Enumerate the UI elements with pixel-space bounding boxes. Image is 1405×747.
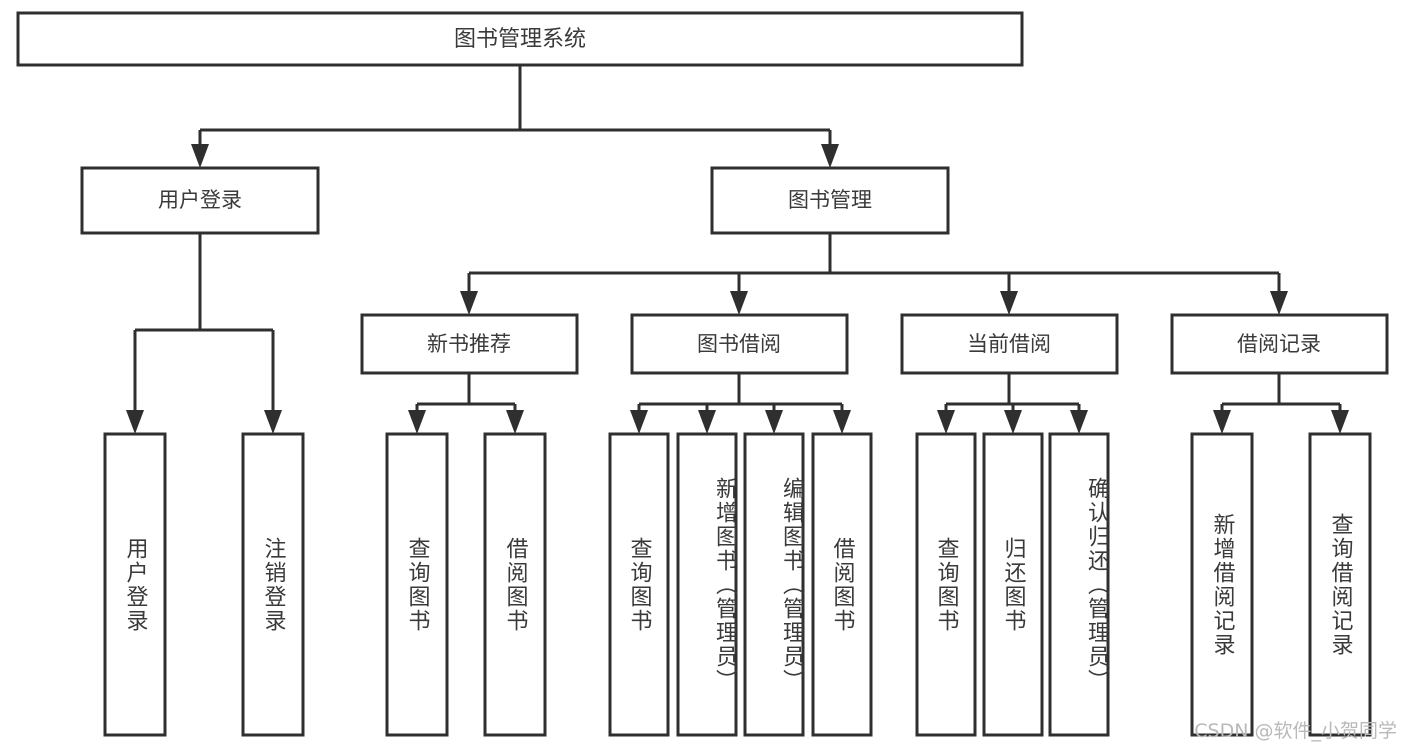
leaf-box-user-login[interactable] (103, 432, 167, 737)
node-new-book-recommend[interactable]: 新书推荐 (360, 313, 579, 375)
connector-group-book-mgmt (460, 233, 1288, 315)
node-root-label: 图书管理系统 (454, 27, 586, 52)
arrow-head-br-leaf1 (630, 410, 648, 434)
node-book-management-label: 图书管理 (788, 188, 872, 212)
node-book-borrow[interactable]: 图书借阅 (630, 313, 849, 375)
node-borrow-record[interactable]: 借阅记录 (1170, 313, 1389, 375)
arrow-head-br-leaf3 (765, 410, 783, 434)
node-user-login[interactable]: 用户登录 (80, 166, 320, 235)
leaf-box-nb-query-book[interactable] (385, 432, 449, 737)
connector-group-record (1213, 373, 1349, 434)
node-new-book-recommend-label: 新书推荐 (427, 332, 511, 356)
leaf-box-br-borrow-book[interactable] (811, 432, 873, 737)
node-current-borrow[interactable]: 当前借阅 (900, 313, 1119, 375)
node-book-management-box[interactable] (710, 166, 950, 235)
connector-group-user-login (126, 233, 282, 434)
node-current-borrow-label: 当前借阅 (967, 332, 1051, 356)
node-borrow-record-label: 借阅记录 (1237, 332, 1321, 356)
arrow-head-record (1270, 291, 1288, 315)
connector-group-borrow (630, 373, 851, 434)
node-book-management[interactable]: 图书管理 (710, 166, 950, 235)
arrow-head-nb-leaf1 (408, 410, 426, 434)
leaf-box-rc-add-record[interactable] (1190, 432, 1254, 737)
node-book-borrow-box[interactable] (630, 313, 849, 375)
leaf-box-cb-query-book[interactable] (915, 432, 977, 737)
arrow-head-newbook (460, 291, 478, 315)
arrow-head-book-mgmt (821, 144, 839, 168)
node-user-login-box[interactable] (80, 166, 320, 235)
leaf-box-nb-borrow-book[interactable] (483, 432, 547, 737)
arrow-head-rc-leaf1 (1213, 410, 1231, 434)
leaf-box-br-add-book-admin[interactable] (676, 432, 738, 737)
leaf-box-cb-confirm-return-admin[interactable] (1048, 432, 1110, 737)
node-borrow-record-box[interactable] (1170, 313, 1389, 375)
leaf-box-br-query-book[interactable] (608, 432, 670, 737)
connector-group-root (191, 65, 839, 168)
arrow-head-leaf-user-login (126, 410, 144, 434)
node-root-system[interactable]: 图书管理系统 (16, 11, 1024, 67)
leaf-box-cb-return-book[interactable] (982, 432, 1044, 737)
arrow-head-user-login (191, 144, 209, 168)
arrow-head-br-leaf2 (698, 410, 716, 434)
leaf-box-logout[interactable] (241, 432, 305, 737)
leaf-box-group (103, 432, 1372, 737)
node-new-book-recommend-box[interactable] (360, 313, 579, 375)
connector-group-current (937, 373, 1088, 434)
arrow-head-cb-leaf2 (1004, 410, 1022, 434)
connector-group-newbook (408, 373, 524, 434)
leaf-box-br-edit-book-admin[interactable] (743, 432, 805, 737)
arrow-head-leaf-logout (264, 410, 282, 434)
node-current-borrow-box[interactable] (900, 313, 1119, 375)
arrow-head-br-leaf4 (833, 410, 851, 434)
arrow-head-current (1000, 291, 1018, 315)
node-user-login-label: 用户登录 (158, 188, 242, 212)
node-book-borrow-label: 图书借阅 (697, 332, 781, 356)
arrow-head-cb-leaf1 (937, 410, 955, 434)
watermark-text: CSDN @软件_小贺同学 (1194, 720, 1397, 742)
arrow-head-borrow (730, 291, 748, 315)
leaf-box-rc-query-record[interactable] (1308, 432, 1372, 737)
arrow-head-nb-leaf2 (506, 410, 524, 434)
arrow-head-rc-leaf2 (1331, 410, 1349, 434)
arrow-head-cb-leaf3 (1070, 410, 1088, 434)
node-root-box[interactable] (16, 11, 1024, 67)
